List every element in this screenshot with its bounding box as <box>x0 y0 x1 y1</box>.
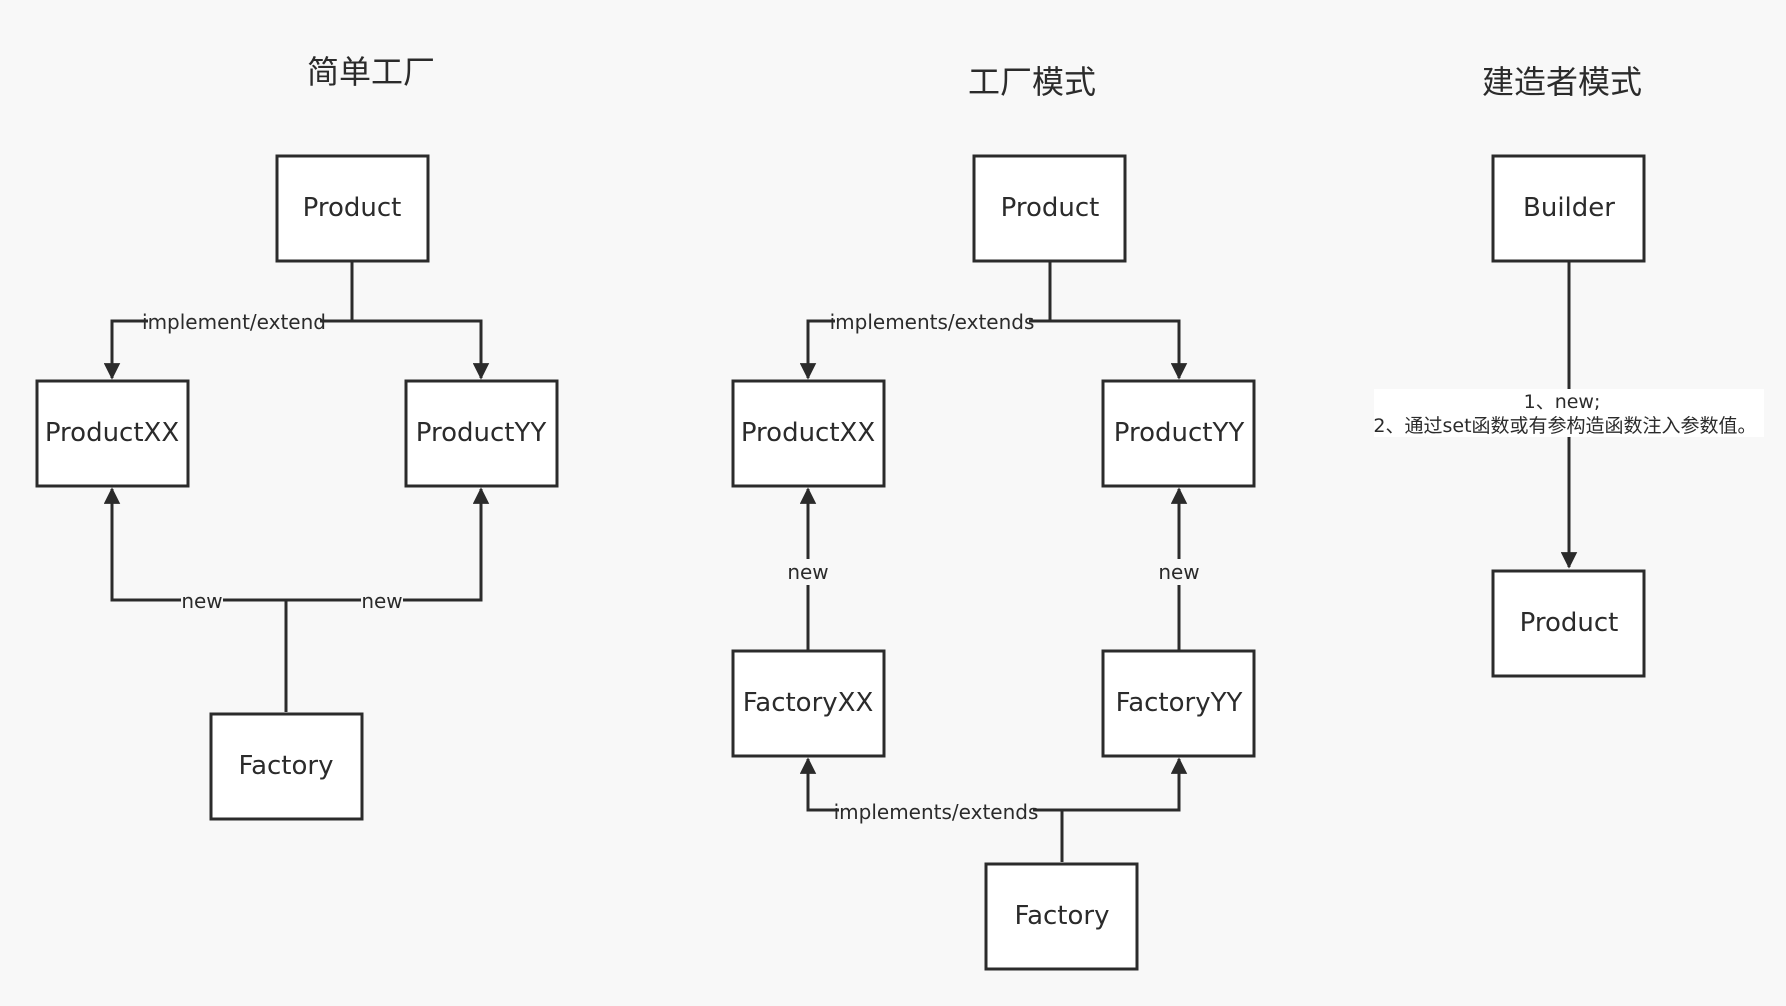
node-product[interactable]: Product <box>972 154 1127 263</box>
node-factoryyy[interactable]: FactoryYY <box>1101 649 1256 758</box>
label-new-right: new <box>1158 560 1199 584</box>
label-new-left: new <box>181 589 222 613</box>
builder-diagram: 1、new; 2、通过set函数或有参构造函数注入参数值。 Builder Pr… <box>1373 154 1764 678</box>
factory-method-diagram: implements/extends new new implements/ex… <box>731 154 1256 971</box>
node-factory-label: Factory <box>1015 901 1110 931</box>
title-simple-factory: 简单工厂 <box>307 53 435 91</box>
node-productyy-label: ProductYY <box>416 418 547 448</box>
title-factory-method: 工厂模式 <box>968 63 1096 101</box>
title-builder: 建造者模式 <box>1482 63 1642 101</box>
edge-factory-to-factoryyy <box>1062 757 1188 812</box>
edge-product-to-productyy <box>352 319 490 380</box>
node-factoryxx[interactable]: FactoryXX <box>731 649 886 758</box>
node-product[interactable]: Product <box>1491 569 1646 678</box>
node-productxx-label: ProductXX <box>741 418 875 448</box>
label-implements-extends-bottom: implements/extends <box>834 800 1039 824</box>
node-productyy[interactable]: ProductYY <box>1101 379 1256 488</box>
node-productxx[interactable]: ProductXX <box>731 379 886 488</box>
node-productxx-label: ProductXX <box>45 418 179 448</box>
node-factoryxx-label: FactoryXX <box>743 688 874 718</box>
simple-factory-diagram: implement/extend new new Product Product… <box>35 154 559 821</box>
node-productxx[interactable]: ProductXX <box>35 379 190 488</box>
node-builder-label: Builder <box>1523 193 1615 223</box>
edge-factory-new-productyy <box>286 487 490 602</box>
node-factoryyy-label: FactoryYY <box>1116 688 1243 718</box>
node-product-label: Product <box>303 193 402 223</box>
node-product-label: Product <box>1520 608 1619 638</box>
label-implement-extend: implement/extend <box>142 310 326 334</box>
node-productyy[interactable]: ProductYY <box>404 379 559 488</box>
label-implements-extends-top: implements/extends <box>830 310 1035 334</box>
builder-note-line1: 1、new; <box>1524 391 1601 413</box>
node-builder[interactable]: Builder <box>1491 154 1646 263</box>
node-factory-label: Factory <box>239 751 334 781</box>
label-new-left: new <box>787 560 828 584</box>
label-new-right: new <box>361 589 402 613</box>
node-factory[interactable]: Factory <box>209 712 364 821</box>
edge-product-to-productyy <box>1050 319 1188 380</box>
node-factory[interactable]: Factory <box>984 862 1139 971</box>
node-product[interactable]: Product <box>275 154 430 263</box>
builder-note-line2: 2、通过set函数或有参构造函数注入参数值。 <box>1373 415 1756 437</box>
node-productyy-label: ProductYY <box>1114 418 1245 448</box>
node-product-label: Product <box>1001 193 1100 223</box>
